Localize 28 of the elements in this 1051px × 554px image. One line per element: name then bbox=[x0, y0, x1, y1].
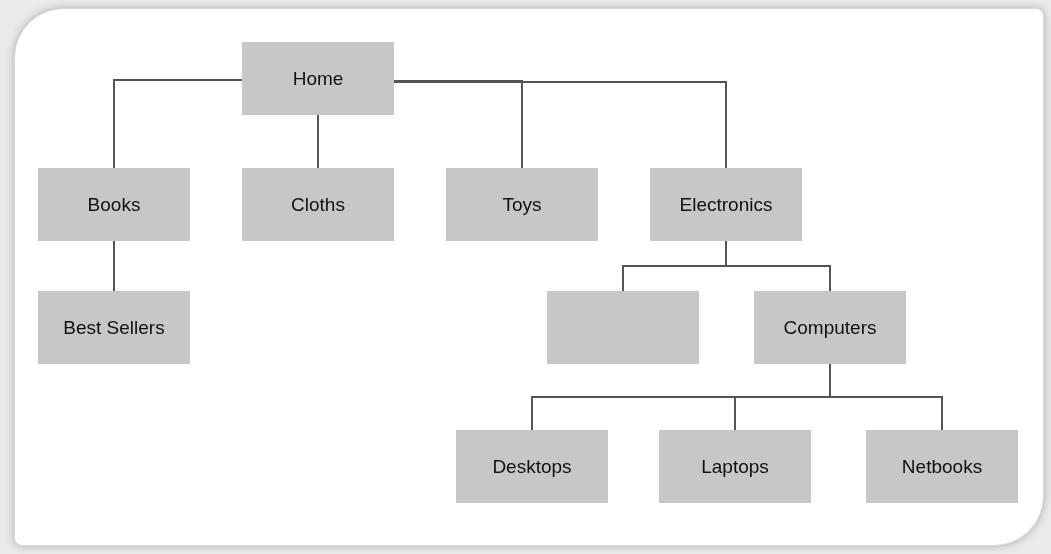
page-box bbox=[456, 430, 608, 503]
page-box bbox=[754, 291, 906, 364]
connector-line bbox=[113, 240, 115, 292]
page-label: Desktops bbox=[492, 454, 572, 479]
connector-line bbox=[393, 81, 727, 169]
page-label: Electronics bbox=[679, 192, 773, 217]
page-label: Laptops bbox=[701, 454, 769, 479]
page-box bbox=[446, 168, 598, 241]
page-box bbox=[866, 430, 1018, 503]
connector-line bbox=[393, 80, 523, 169]
connector-line bbox=[113, 79, 243, 169]
page-box bbox=[547, 291, 699, 364]
page-label: Home bbox=[292, 66, 344, 91]
page-label: Best Sellers bbox=[63, 315, 165, 340]
page-label: Netbooks bbox=[901, 454, 983, 479]
connector-line bbox=[829, 363, 943, 431]
page-box bbox=[650, 168, 802, 241]
page-box bbox=[38, 168, 190, 241]
page-label: Books bbox=[87, 192, 141, 217]
page-label: Toys bbox=[502, 192, 542, 217]
page-label: Computers bbox=[783, 315, 877, 340]
connector-line bbox=[725, 240, 831, 292]
page-box bbox=[659, 430, 811, 503]
page-box bbox=[242, 168, 394, 241]
connector-line bbox=[317, 114, 319, 169]
page-box bbox=[38, 291, 190, 364]
page-box bbox=[242, 42, 394, 115]
page-label: Cloths bbox=[291, 192, 345, 217]
